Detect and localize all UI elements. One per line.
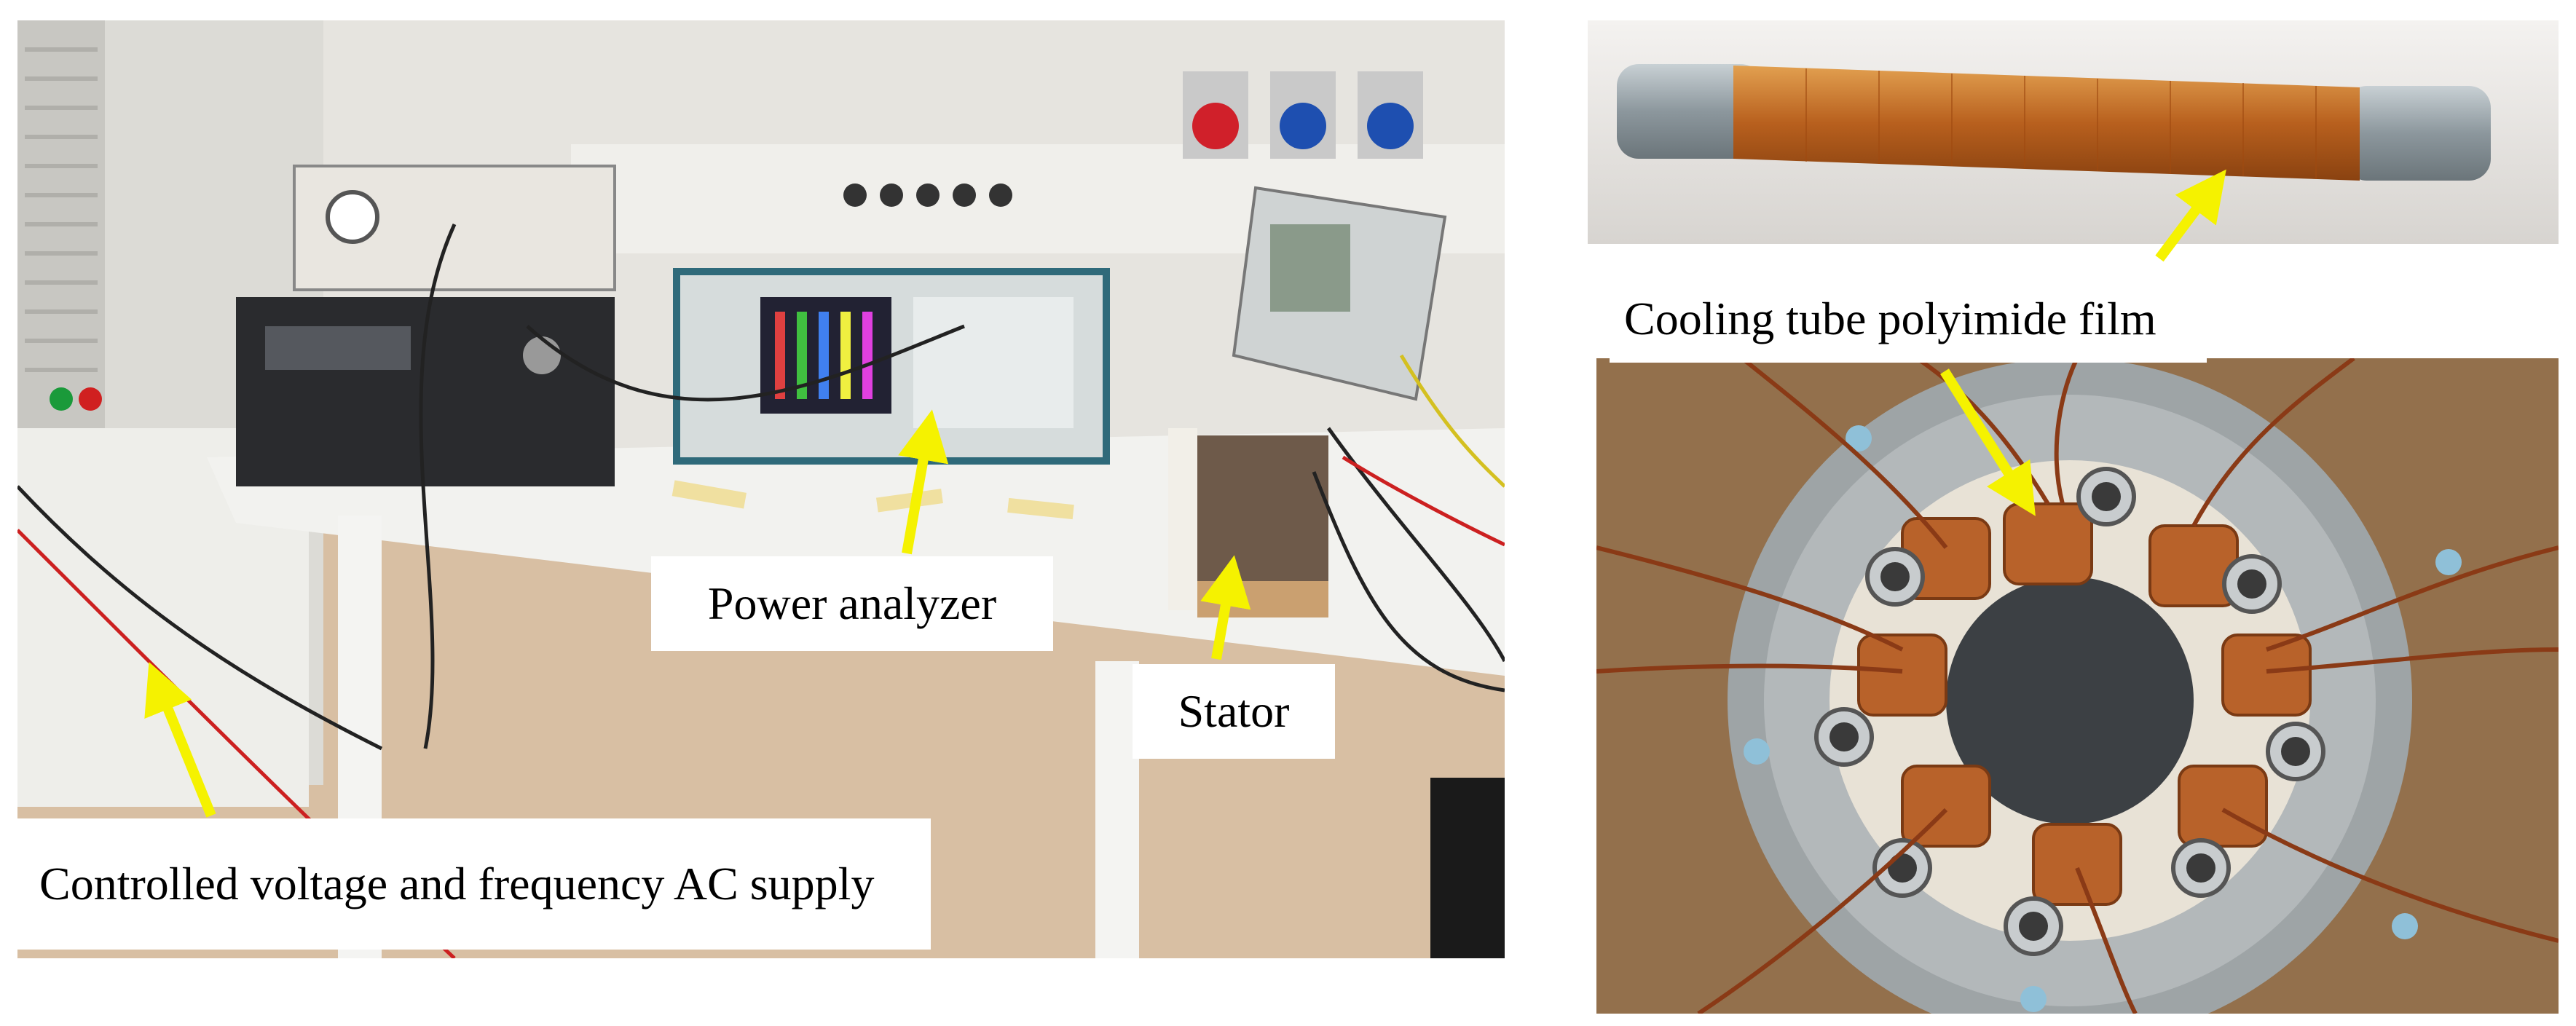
cooling-tube-illustration (1588, 20, 2559, 244)
lab-setup-photo (17, 20, 1505, 958)
label-ac-supply: Controlled voltage and frequency AC supp… (17, 818, 931, 950)
lab-setup-illustration (17, 20, 1505, 958)
label-power-analyzer: Power analyzer (651, 556, 1053, 651)
stator-top-view-photo (1596, 358, 2559, 1014)
stator-top-view-illustration (1596, 358, 2559, 1014)
label-stator: Stator (1133, 664, 1335, 759)
cooling-tube-photo (1588, 20, 2559, 244)
label-cooling-tube: Cooling tube polyimide film (1610, 275, 2207, 363)
